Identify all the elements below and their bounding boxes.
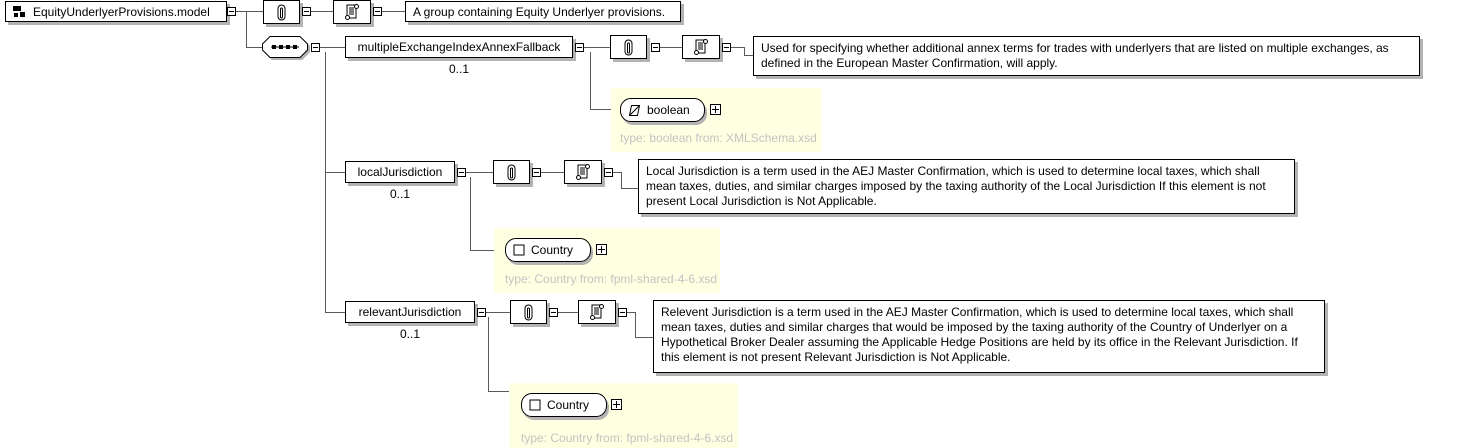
connector <box>311 11 333 12</box>
connector <box>470 177 471 250</box>
complex-type-icon <box>513 244 525 256</box>
sequence-icon <box>262 36 308 58</box>
connector <box>488 391 521 392</box>
doc-text: Local Jurisdiction is a term used in the… <box>646 164 1266 208</box>
collapse-toggle[interactable] <box>549 308 558 317</box>
connector <box>590 109 620 110</box>
type-bubble[interactable]: Country <box>521 393 607 417</box>
connector <box>246 47 262 48</box>
connector <box>246 11 247 47</box>
expand-toggle[interactable] <box>596 244 607 255</box>
type-bubble[interactable]: boolean <box>620 98 705 122</box>
scroll-icon <box>588 302 606 322</box>
connector <box>382 11 405 12</box>
annotation-box[interactable] <box>263 0 300 24</box>
connector <box>613 172 621 173</box>
connector <box>325 172 345 173</box>
connector <box>488 317 489 391</box>
scroll-icon <box>343 2 361 22</box>
simple-type-icon <box>628 104 641 117</box>
expand-toggle[interactable] <box>710 104 721 115</box>
occurrence-label: 0..1 <box>389 187 410 201</box>
occurrence-label: 0..1 <box>448 62 469 76</box>
element-box[interactable]: localJurisdiction <box>345 161 455 183</box>
connector <box>731 47 744 48</box>
connector <box>635 337 653 338</box>
sequence-compositor[interactable] <box>262 36 308 58</box>
documentation-box[interactable] <box>564 160 602 184</box>
element-name: relevantJurisdiction <box>358 305 462 319</box>
doc-text: Relevent Jurisdiction is a term used in … <box>661 305 1298 364</box>
connector <box>660 47 682 48</box>
documentation-box[interactable] <box>682 35 720 59</box>
collapse-toggle[interactable] <box>373 7 382 16</box>
connector <box>325 52 326 312</box>
connector <box>584 47 610 48</box>
scroll-icon <box>574 162 592 182</box>
type-source-label: type: boolean from: XMLSchema.xsd <box>620 131 817 145</box>
element-box[interactable]: multipleExchangeIndexAnnexFallback <box>345 36 573 58</box>
collapse-toggle[interactable] <box>227 7 236 16</box>
connector <box>470 250 505 251</box>
connector <box>621 188 638 189</box>
element-name: localJurisdiction <box>357 165 443 179</box>
connector <box>635 312 636 337</box>
collapse-toggle[interactable] <box>457 168 466 177</box>
collapse-toggle[interactable] <box>575 43 584 52</box>
paperclip-icon <box>521 303 536 322</box>
connector <box>744 47 745 55</box>
doc-text-box: A group containing Equity Underlyer prov… <box>405 1 681 22</box>
connector <box>627 312 635 313</box>
documentation-box[interactable] <box>578 300 616 324</box>
collapse-toggle[interactable] <box>604 168 613 177</box>
paperclip-icon <box>504 163 519 182</box>
type-name: boolean <box>647 103 690 117</box>
model-group-icon <box>13 5 26 18</box>
connector <box>466 172 493 173</box>
connector <box>621 172 622 188</box>
scroll-icon <box>692 37 710 57</box>
annotation-box[interactable] <box>510 300 547 324</box>
annotation-box[interactable] <box>610 35 647 59</box>
collapse-toggle[interactable] <box>311 43 320 52</box>
connector <box>236 11 263 12</box>
documentation-box[interactable] <box>333 0 371 24</box>
element-name: multipleExchangeIndexAnnexFallback <box>357 40 561 54</box>
doc-text: A group containing Equity Underlyer prov… <box>413 4 666 19</box>
doc-text-box: Used for specifying whether additional a… <box>753 36 1420 76</box>
collapse-toggle[interactable] <box>651 43 660 52</box>
element-box[interactable]: relevantJurisdiction <box>345 301 475 323</box>
collapse-toggle[interactable] <box>532 168 541 177</box>
root-group-label: EquityUnderlyerProvisions.model <box>33 4 210 19</box>
type-source-label: type: Country from: fpml-shared-4-6.xsd <box>521 431 734 445</box>
complex-type-icon <box>529 399 541 411</box>
doc-text-box: Relevent Jurisdiction is a term used in … <box>653 300 1325 373</box>
connector <box>590 52 591 109</box>
expand-toggle[interactable] <box>611 399 622 410</box>
doc-text: Used for specifying whether additional a… <box>761 41 1389 70</box>
connector <box>744 55 753 56</box>
connector <box>558 312 578 313</box>
root-group-box[interactable]: EquityUnderlyerProvisions.model <box>5 1 227 22</box>
collapse-toggle[interactable] <box>722 43 731 52</box>
collapse-toggle[interactable] <box>477 308 486 317</box>
annotation-box[interactable] <box>493 160 530 184</box>
occurrence-label: 0..1 <box>399 327 420 341</box>
collapse-toggle[interactable] <box>618 308 627 317</box>
type-name: Country <box>547 398 590 412</box>
paperclip-icon <box>274 3 289 22</box>
connector <box>325 312 345 313</box>
type-bubble[interactable]: Country <box>505 238 591 262</box>
type-name: Country <box>531 243 574 257</box>
paperclip-icon <box>621 38 636 57</box>
connector <box>320 47 345 48</box>
connector <box>486 312 510 313</box>
collapse-toggle[interactable] <box>302 7 311 16</box>
type-source-label: type: Country from: fpml-shared-4-6.xsd <box>505 272 718 286</box>
connector <box>541 172 564 173</box>
doc-text-box: Local Jurisdiction is a term used in the… <box>638 159 1295 214</box>
